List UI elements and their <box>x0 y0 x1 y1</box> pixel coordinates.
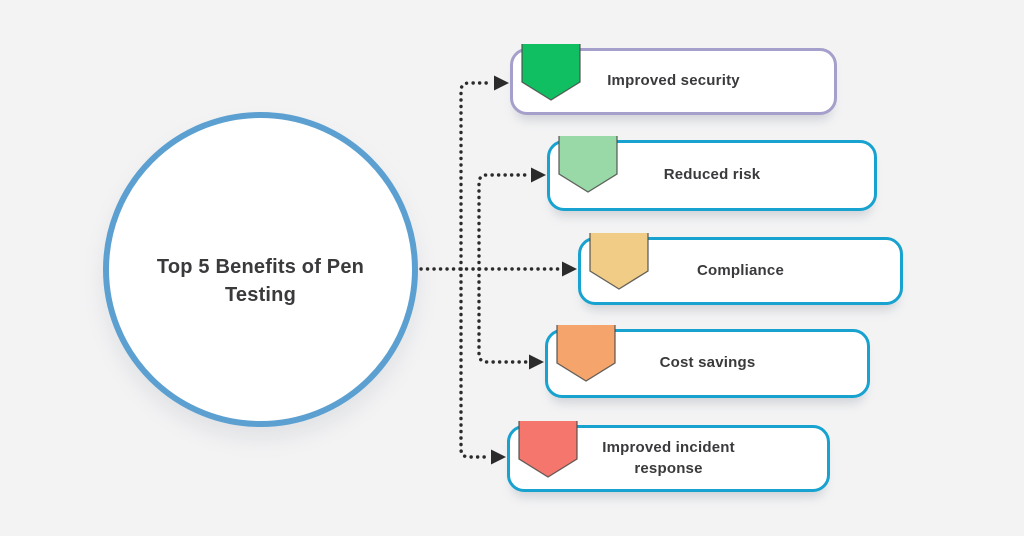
benefit-box-improved-security: Improved security <box>510 44 837 115</box>
central-topic-node: Top 5 Benefits of Pen Testing <box>103 112 418 427</box>
connector-to-incident-response <box>459 267 491 459</box>
benefit-label: Improved incident response <box>602 439 735 477</box>
benefit-box-compliance: Compliance <box>578 233 903 305</box>
central-topic-title: Top 5 Benefits of Pen Testing <box>156 255 365 306</box>
connector-to-reduced-risk <box>477 173 531 271</box>
connector-to-cost-savings <box>477 267 529 364</box>
ribbon-icon <box>589 233 649 290</box>
ribbon-icon <box>521 44 581 101</box>
benefit-box-cost-savings: Cost savings <box>545 325 870 398</box>
arrowhead-icon <box>531 167 546 183</box>
connector-to-improved-security <box>459 81 494 271</box>
benefit-box-reduced-risk: Reduced risk <box>547 136 877 211</box>
ribbon-icon <box>556 325 616 382</box>
ribbon-icon <box>558 136 618 193</box>
arrowhead-icon <box>494 75 509 91</box>
arrowhead-icon <box>491 449 506 465</box>
arrowhead-icon <box>529 354 544 370</box>
benefit-label: Cost savings <box>659 354 756 372</box>
benefit-label: Reduced risk <box>663 166 761 184</box>
arrowhead-icon <box>562 261 577 277</box>
benefit-label: Compliance <box>696 261 785 279</box>
ribbon-icon <box>518 421 578 478</box>
benefit-box-improved-incident-response: Improved incident response <box>507 421 830 492</box>
benefit-label: Improved security <box>607 72 740 90</box>
